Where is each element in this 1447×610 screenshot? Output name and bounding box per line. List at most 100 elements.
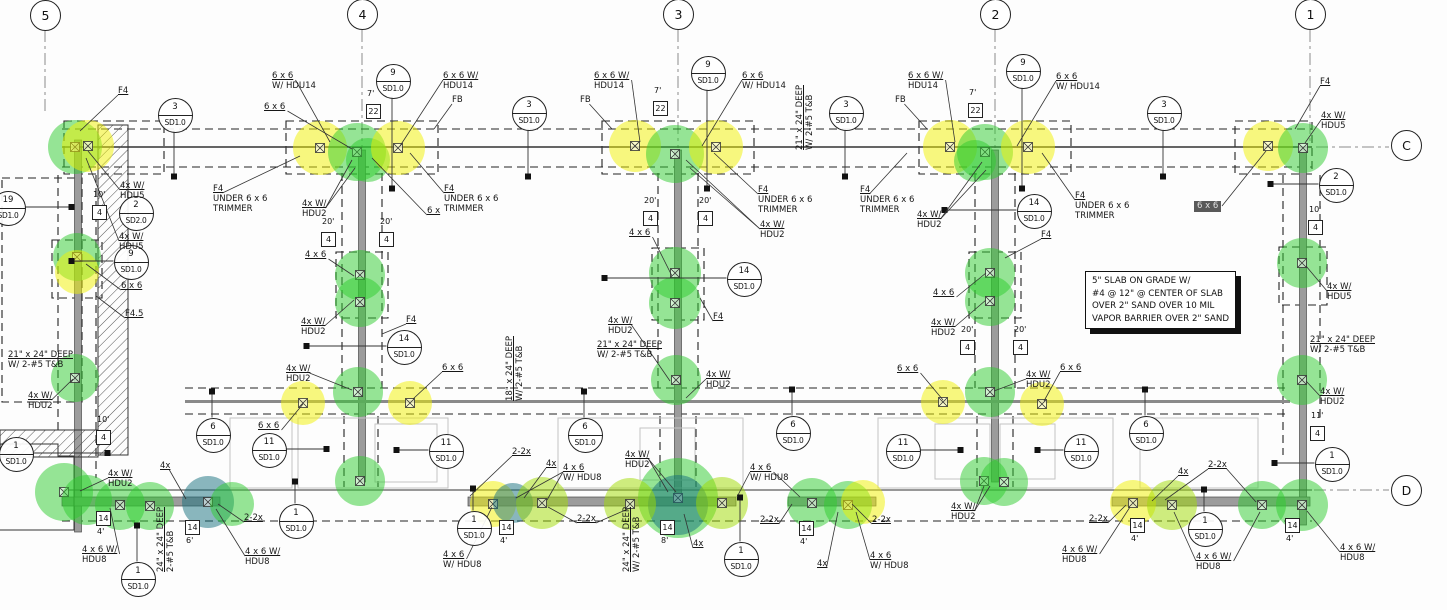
- detail-marker-sheet: SD1.0: [1070, 453, 1092, 463]
- annotation-leader-line: [1304, 119, 1322, 144]
- dimension-label: 7': [654, 86, 662, 95]
- callout-annotation: 6 x 6: [1060, 363, 1081, 373]
- callout-text-line: F4: [444, 184, 455, 194]
- callout-text-line: 4 x 6 W/: [1196, 552, 1232, 562]
- callout-text-line: 2-2x: [244, 513, 263, 523]
- slab-note-box: 5" SLAB ON GRADE W/#4 @ 12" @ CENTER OF …: [1085, 271, 1237, 329]
- callout-annotation: 6 x 6 W/HDU14: [908, 71, 943, 91]
- marker-leader-end: [134, 522, 140, 529]
- annotation-leader-line: [713, 152, 759, 195]
- callout-text-line: HDU14: [908, 81, 938, 91]
- holdown-symbol-x: [630, 141, 640, 151]
- annotation-leader-line: [287, 110, 353, 150]
- annotation-leader-line: [371, 157, 428, 216]
- annotation-leader-line: [869, 152, 908, 195]
- ref-square: 4: [379, 232, 394, 247]
- callout-annotation: 4 x 6: [305, 250, 326, 260]
- callout-text-line: 6 x 6: [258, 421, 280, 431]
- callout-text-line: HDU14: [594, 81, 624, 91]
- annotation-leader-line: [974, 485, 991, 512]
- annotation-leader-line: [689, 167, 761, 230]
- annotation-leader-line: [1226, 468, 1257, 503]
- annotation-leader-line: [1306, 510, 1341, 553]
- callout-annotation: F4.5: [125, 309, 143, 319]
- annotation-leader-line: [324, 299, 355, 327]
- callout-text-line: 4 x 6: [933, 288, 955, 298]
- callout-text-line: 4x W/: [108, 469, 133, 479]
- detail-marker-sheet: SD1.0: [120, 264, 142, 274]
- dimension-label: 10': [93, 190, 106, 199]
- callout-annotation: 4x: [817, 559, 827, 569]
- detail-marker-number: 6: [568, 419, 602, 436]
- marker-leader-end: [209, 388, 215, 395]
- holdown-symbol-x: [298, 398, 308, 408]
- holdown-symbol-x: [985, 296, 995, 306]
- callout-text-line: UNDER 6 x 6: [758, 195, 813, 205]
- holdown-symbol-x: [671, 375, 681, 385]
- detail-marker-sheet: SD1.0: [1325, 187, 1347, 197]
- callout-annotation: 4 x 6 W/HDU8: [1062, 545, 1097, 565]
- highlight-circle-green[interactable]: [210, 482, 254, 526]
- detail-marker-number: 1: [724, 543, 758, 560]
- callout-text-line: HDU2: [760, 230, 785, 240]
- dimension-label: 20': [1014, 325, 1027, 334]
- callout-text-line: 4x W/: [301, 317, 326, 327]
- slab-note-line: OVER 2" SAND OVER 10 MIL: [1092, 301, 1215, 311]
- annotation-leader-line: [954, 299, 987, 328]
- callout-annotation: 6 x 6 W/HDU14: [594, 71, 629, 91]
- callout-text-line: HDU5: [119, 242, 144, 252]
- callout-text-line: 6 x 6: [121, 281, 143, 291]
- annotation-leader-line: [1004, 238, 1042, 259]
- highlight-circle-yellow[interactable]: [841, 480, 885, 524]
- callout-text-line: TRIMMER: [860, 205, 900, 215]
- detail-marker-sheet: SD2.0: [125, 215, 147, 225]
- annotation-leader-line: [325, 159, 353, 209]
- holdown-symbol-x: [1167, 500, 1177, 510]
- callout-annotation: 4x W/HDU2: [301, 317, 326, 337]
- callout-text-line: 4 x 6: [443, 550, 465, 560]
- callout-text-line: W/ HDU14: [272, 81, 316, 91]
- annotation-leader-line: [1233, 511, 1261, 562]
- marker-leader-end: [789, 386, 795, 393]
- callout-text-line: 2-2x: [872, 515, 891, 525]
- annotation-leader-line: [409, 152, 445, 194]
- holdown-symbol-x: [315, 143, 325, 153]
- detail-marker-number: 2: [1319, 169, 1353, 186]
- slab-note-line: 5" SLAB ON GRADE W/: [1092, 276, 1191, 286]
- highlight-circle-green[interactable]: [954, 140, 996, 182]
- callout-text-line: HDU14: [443, 81, 473, 91]
- detail-marker-number: 1: [121, 563, 155, 580]
- callout-text-line: W/ HDU14: [1056, 82, 1100, 92]
- annotation-leader-line: [855, 511, 871, 561]
- callout-annotation: 4 x 6 W/HDU8: [245, 547, 280, 567]
- annotation-leader-line: [648, 458, 677, 493]
- callout-text-line: 4x W/: [28, 391, 53, 401]
- callout-annotation: 6 x: [427, 206, 440, 216]
- callout-text-line: 2-2x: [1089, 514, 1108, 524]
- callout-annotation: 4 x 6 W/HDU8: [1196, 552, 1231, 572]
- callout-text-line: F4: [860, 185, 871, 195]
- ref-square: 14: [1285, 518, 1300, 533]
- selected-text-label[interactable]: 6 x 6: [1194, 201, 1222, 212]
- detail-marker-sheet: SD1.0: [393, 349, 415, 359]
- ref-square: 22: [366, 104, 381, 119]
- annotation-leader-line: [683, 513, 694, 549]
- callout-annotation: 4x W/HDU5: [119, 232, 144, 252]
- detail-marker-sheet: SD1.0: [164, 117, 186, 127]
- callout-text-line: HDU8: [245, 557, 270, 567]
- callout-text-line: W/ HDU8: [563, 473, 602, 483]
- marker-leader-end: [470, 485, 476, 492]
- annotation-leader-line: [652, 236, 673, 277]
- callout-text-line: UNDER 6 x 6: [1075, 201, 1130, 211]
- grid-bubble-2: 2: [980, 0, 1011, 30]
